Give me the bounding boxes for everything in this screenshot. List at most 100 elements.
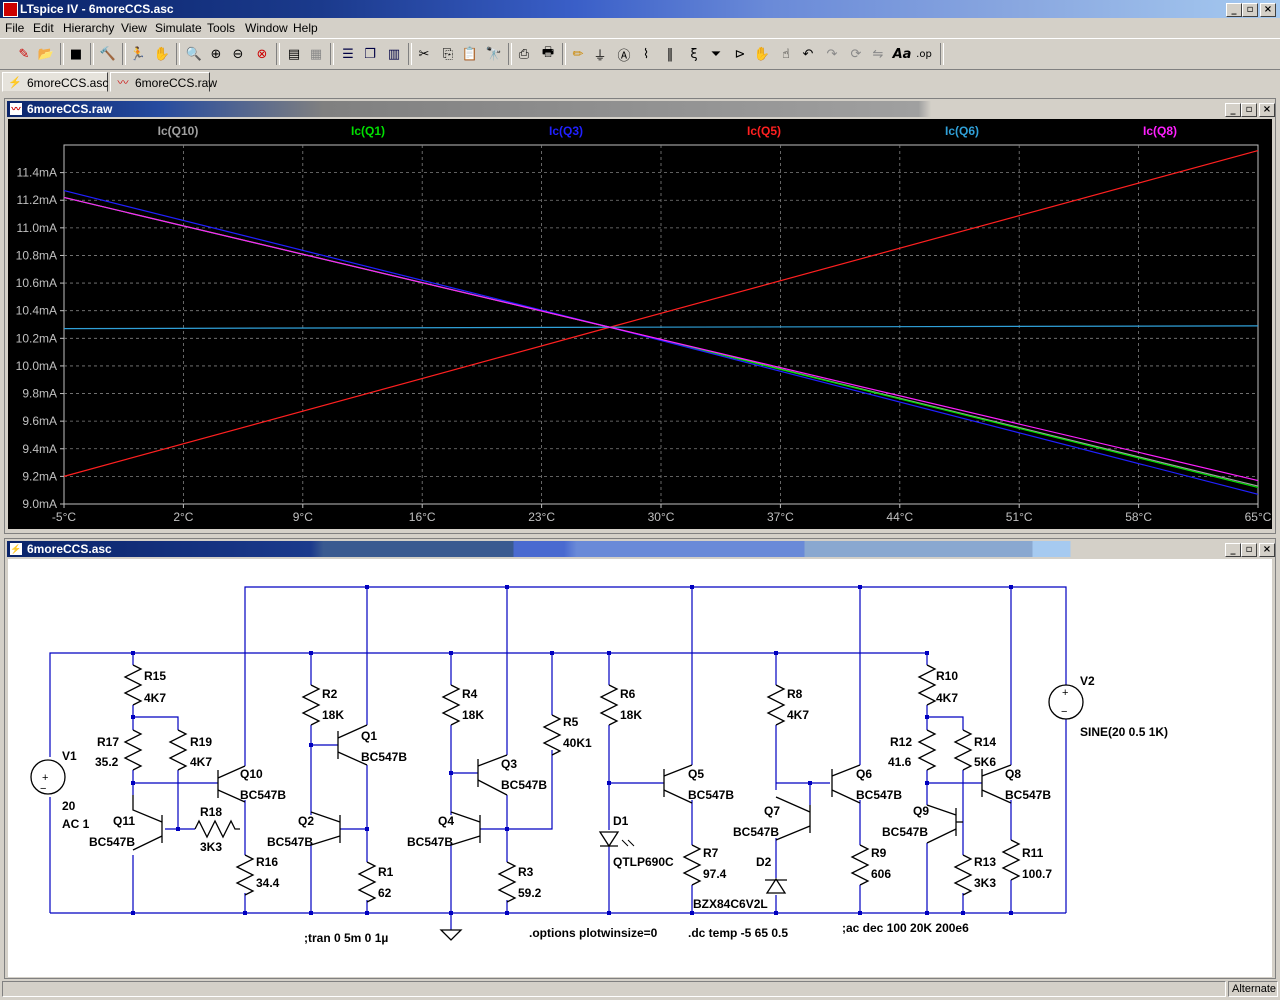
value-v2: SINE(20 0.5 1K) xyxy=(1080,725,1168,739)
status-bar: Alternate xyxy=(0,979,1280,1000)
label-r3: R3 xyxy=(518,865,534,879)
x-tick-label: 16°C xyxy=(409,510,436,524)
value-r15: 4K7 xyxy=(144,691,166,705)
redo-icon[interactable]: ↷ xyxy=(826,46,838,62)
label-icon[interactable]: Ⓐ xyxy=(617,48,631,64)
menu-help[interactable]: Help xyxy=(293,21,318,35)
label-q7: Q7 xyxy=(764,804,780,818)
component-icon[interactable]: ⊳ xyxy=(734,46,746,62)
ground-icon[interactable]: ⏚ xyxy=(593,48,607,64)
directive-ac: ;ac dec 100 20K 200e6 xyxy=(842,921,969,935)
label-r6: R6 xyxy=(620,687,636,701)
menu-simulate[interactable]: Simulate xyxy=(155,21,202,35)
schematic-canvas[interactable]: +− +− R15 4K7 R17 35.2 R19 4K7 Q10 BC547… xyxy=(8,559,1272,977)
x-tick-label: -5°C xyxy=(52,510,76,524)
plot-window-title: 6moreCCS.raw xyxy=(27,102,113,116)
open-icon[interactable]: 📂 xyxy=(37,46,55,62)
halt-icon[interactable]: ✋ xyxy=(153,46,171,62)
value-r18: 3K3 xyxy=(200,840,222,854)
toolbar: ✎ 📂 ■ 🔨 🏃 ✋ 🔍 ⊕ ⊖ ⊗ ▤ ▦ ☰ ❐ ▥ ✂ ⎘ 📋 🔭 ⎙ … xyxy=(0,38,1280,70)
mirror-icon[interactable]: ⇋ xyxy=(872,46,884,62)
menu-window[interactable]: Window xyxy=(245,21,288,35)
label-r18: R18 xyxy=(200,805,222,819)
svg-text:+: + xyxy=(1062,687,1068,699)
new-schematic-icon[interactable]: ✎ xyxy=(18,46,30,62)
series-line-icq8 xyxy=(63,196,1259,482)
value-r2: 18K xyxy=(322,708,344,722)
pan-icon[interactable]: ⊕ xyxy=(210,46,222,62)
spice-directive-icon[interactable]: .op xyxy=(916,48,932,60)
inductor-icon[interactable]: ξ xyxy=(690,46,698,62)
run-icon[interactable]: 🏃 xyxy=(129,46,147,62)
tab-schematic[interactable]: ⚡ 6moreCCS.asc xyxy=(2,72,108,92)
move-icon[interactable]: ✋ xyxy=(753,46,771,62)
plot-minimize-button[interactable]: _ xyxy=(1225,103,1241,117)
svg-text:−: − xyxy=(40,783,46,795)
zoom-out-icon[interactable]: ⊖ xyxy=(232,46,244,62)
menu-view[interactable]: View xyxy=(121,21,147,35)
autorange-icon[interactable]: ▤ xyxy=(287,46,301,62)
value-q5: BC547B xyxy=(688,788,734,802)
label-r2: R2 xyxy=(322,687,338,701)
drag-icon[interactable]: ☝ xyxy=(782,46,790,62)
maximize-button[interactable]: ▫ xyxy=(1242,3,1258,17)
grid-icon[interactable]: ▦ xyxy=(309,46,323,62)
capacitor-icon[interactable]: ‖ xyxy=(666,46,674,62)
close-button[interactable]: × xyxy=(1260,3,1276,17)
text-icon[interactable]: Aa xyxy=(892,46,912,62)
value-q2: BC547B xyxy=(267,835,313,849)
menu-tools[interactable]: Tools xyxy=(207,21,236,35)
print-setup-icon[interactable]: ⎙ xyxy=(518,46,530,62)
cut-icon[interactable]: ✂ xyxy=(418,46,430,62)
svg-text:+: + xyxy=(42,772,48,784)
save-icon[interactable]: ■ xyxy=(69,46,83,62)
menu-hierarchy[interactable]: Hierarchy xyxy=(63,21,115,35)
schematic-close-button[interactable]: × xyxy=(1259,543,1275,557)
d2-zener-symbol xyxy=(765,877,787,894)
menu-edit[interactable]: Edit xyxy=(33,21,54,35)
label-v2: V2 xyxy=(1080,674,1095,688)
y-tick-label: 10.2mA xyxy=(16,331,57,345)
window-title: LTspice IV - 6moreCCS.asc xyxy=(20,2,174,16)
rotate-icon[interactable]: ⟳ xyxy=(850,46,862,62)
schematic-drawing[interactable]: +− +− R15 4K7 R17 35.2 R19 4K7 Q10 BC547… xyxy=(8,559,1272,977)
plot-close-button[interactable]: × xyxy=(1259,103,1275,117)
paste-icon[interactable]: 📋 xyxy=(461,46,479,62)
value-r6: 18K xyxy=(620,708,642,722)
value-q7: BC547B xyxy=(733,825,779,839)
label-r19: R19 xyxy=(190,735,212,749)
value-r1: 62 xyxy=(378,886,392,900)
wire-icon[interactable]: ✏ xyxy=(572,46,584,62)
legend-entry: Ic(Q6) xyxy=(945,124,979,138)
label-r11: R11 xyxy=(1022,846,1044,860)
undo-icon[interactable]: ↶ xyxy=(802,46,814,62)
x-tick-label: 23°C xyxy=(528,510,555,524)
resistor-icon[interactable]: ⌇ xyxy=(642,46,650,62)
plot-window-titlebar: 〰 6moreCCS.raw xyxy=(7,101,1273,117)
zoom-fit-icon[interactable]: ⊗ xyxy=(256,46,268,62)
menu-file[interactable]: File xyxy=(5,21,25,35)
plot-maximize-button[interactable]: ▫ xyxy=(1241,103,1257,117)
tile-horizontal-icon[interactable]: ☰ xyxy=(342,46,354,62)
label-r13: R13 xyxy=(974,855,996,869)
value-r8: 4K7 xyxy=(787,708,809,722)
schematic-maximize-button[interactable]: ▫ xyxy=(1241,543,1257,557)
tab-waveform[interactable]: 〰 6moreCCS.raw xyxy=(110,72,217,92)
value-q8: BC547B xyxy=(1005,788,1051,802)
cascade-icon[interactable]: ❐ xyxy=(364,46,376,62)
minimize-button[interactable]: _ xyxy=(1226,3,1242,17)
label-q6: Q6 xyxy=(856,767,872,781)
label-q3: Q3 xyxy=(501,757,517,771)
find-icon[interactable]: 🔭 xyxy=(485,46,503,62)
tile-vertical-icon[interactable]: ▥ xyxy=(387,46,401,62)
schematic-minimize-button[interactable]: _ xyxy=(1225,543,1241,557)
control-panel-icon[interactable]: 🔨 xyxy=(99,46,117,62)
copy-icon[interactable]: ⎘ xyxy=(442,46,454,62)
directive-options: .options plotwinsize=0 xyxy=(529,926,658,940)
zoom-in-icon[interactable]: 🔍 xyxy=(185,46,203,62)
print-icon[interactable]: 🖶 xyxy=(541,45,555,60)
v1-source-symbol xyxy=(30,759,66,795)
diode-icon[interactable]: ⏷ xyxy=(710,46,722,62)
